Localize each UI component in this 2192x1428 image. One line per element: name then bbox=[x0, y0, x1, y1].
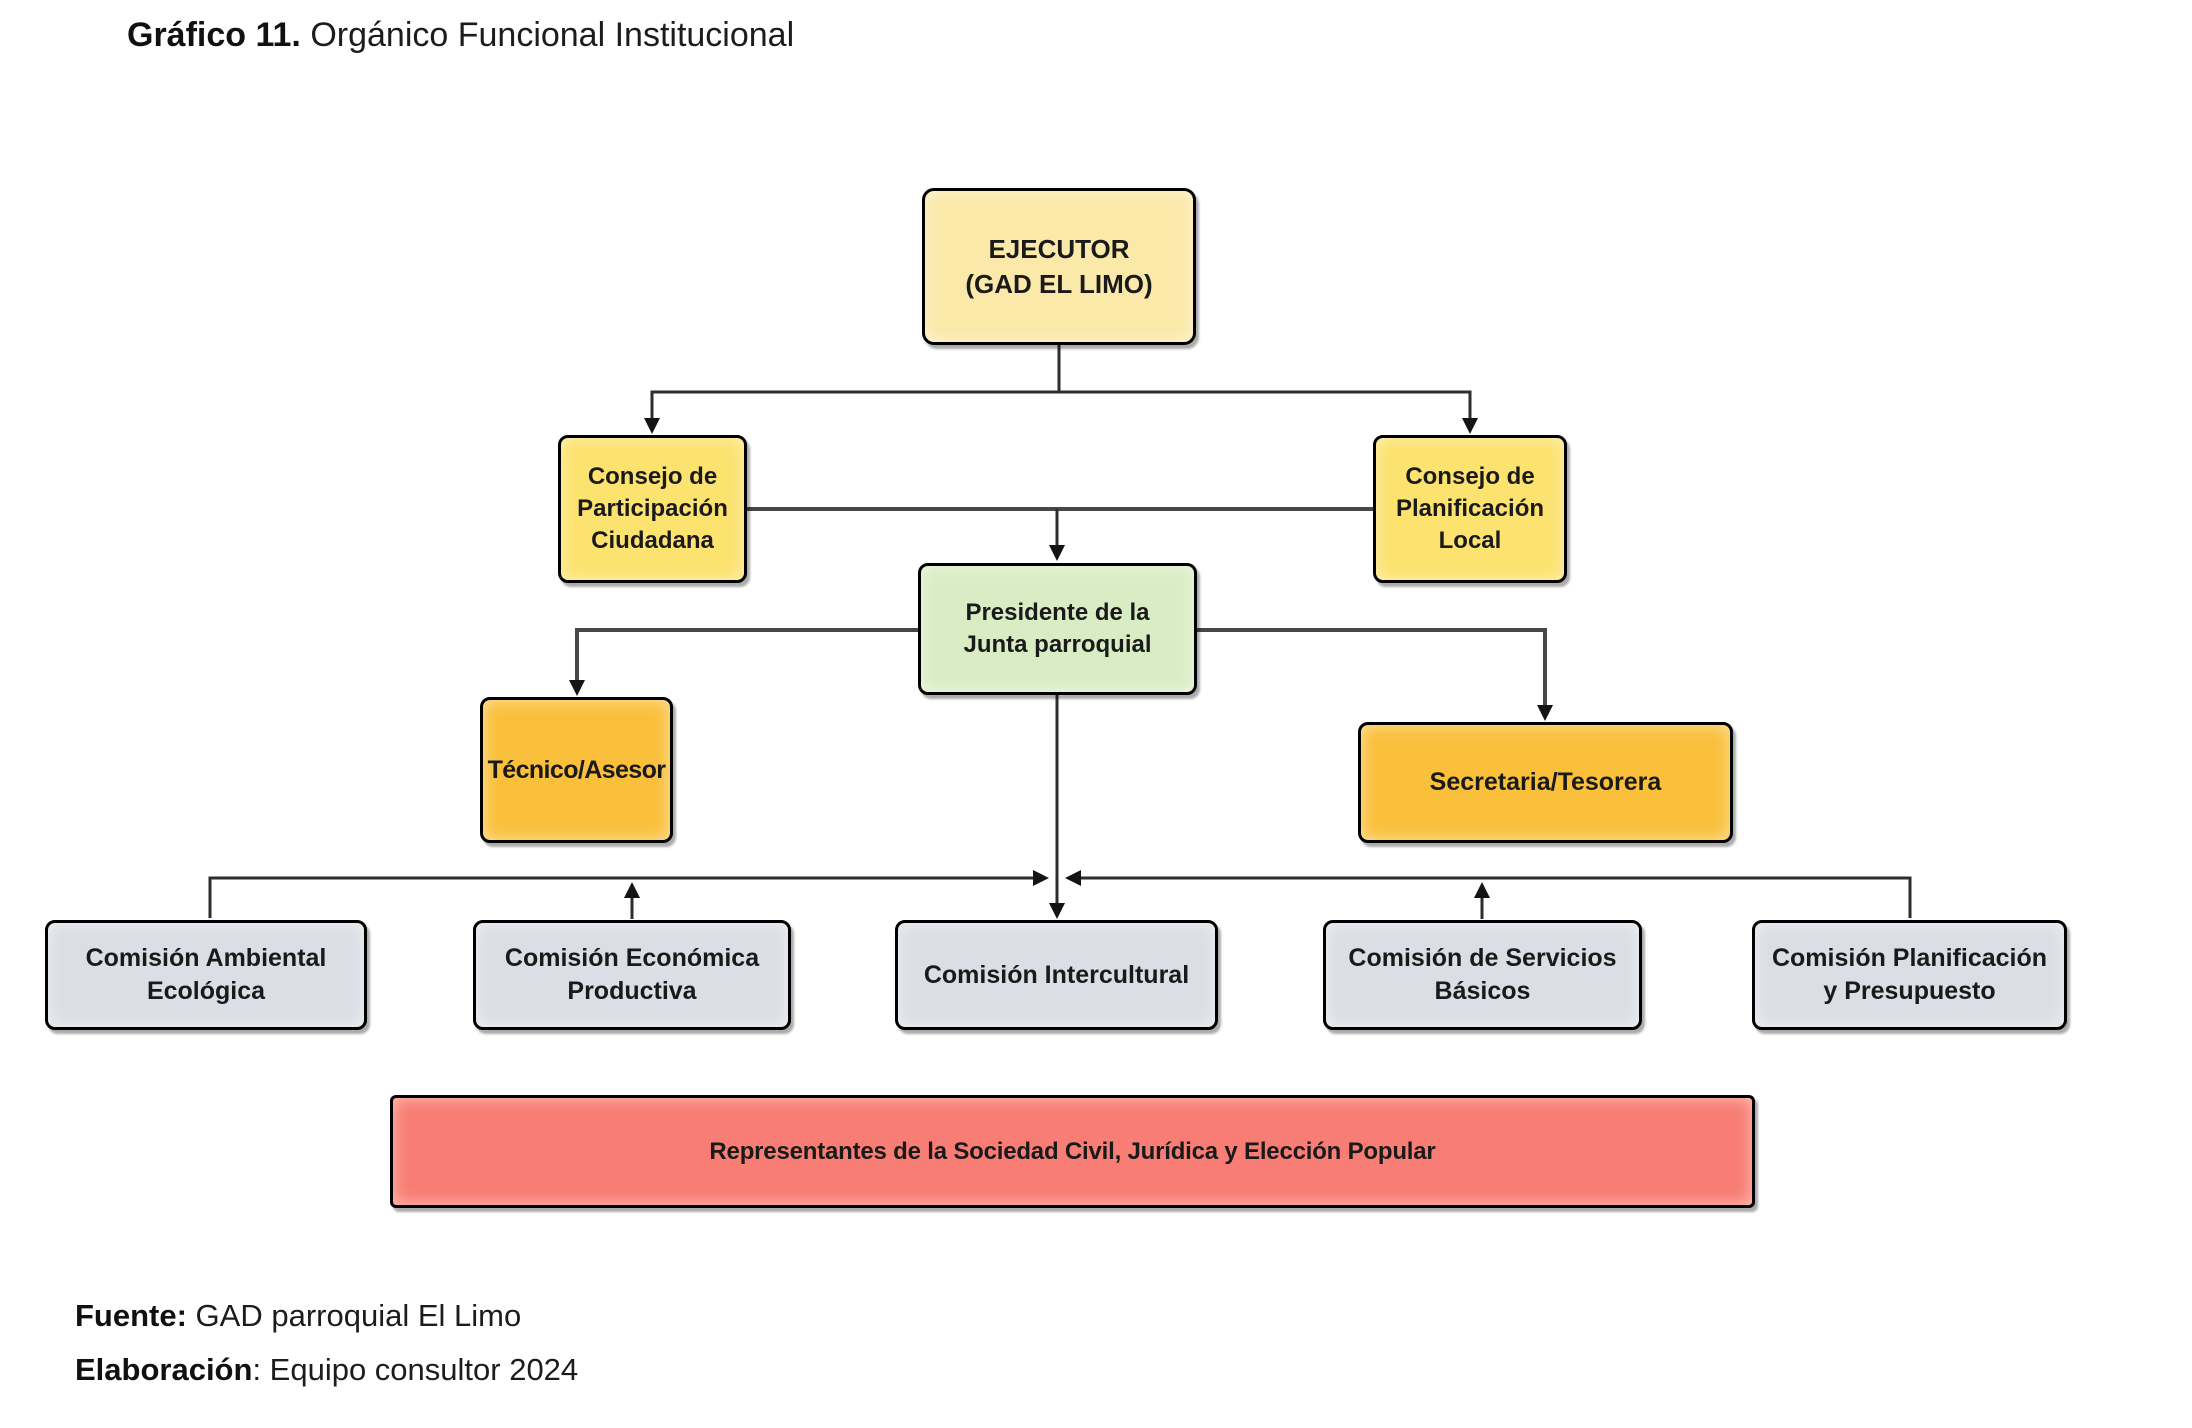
node-secretaria-tesorera: Secretaria/Tesorera bbox=[1358, 722, 1733, 843]
arrowhead-down-secretaria bbox=[1537, 705, 1553, 721]
edge-ejecutor-consejos bbox=[650, 390, 1472, 430]
node-tecnico-asesor: Técnico/Asesor bbox=[480, 697, 673, 843]
node-comision-planificacion: Comisión Planificación y Presupuesto bbox=[1752, 920, 2067, 1030]
source-elaboracion: Elaboración: Equipo consultor 2024 bbox=[75, 1352, 578, 1388]
figure-title: Gráfico 11. Orgánico Funcional Instituci… bbox=[127, 16, 794, 55]
node-comision-ambiental: Comisión Ambiental Ecológica bbox=[45, 920, 367, 1030]
arrowhead-down-intercultural bbox=[1049, 903, 1065, 919]
arrowhead-down-consejo-participacion bbox=[644, 418, 660, 434]
arrowhead-right-bus-center bbox=[1033, 870, 1049, 886]
node-presidente: Presidente de la Junta parroquial bbox=[918, 563, 1197, 695]
edge-presidente-tecnico bbox=[575, 628, 918, 692]
arrowhead-up-economica bbox=[624, 882, 640, 898]
node-consejo-planificacion: Consejo de Planificación Local bbox=[1373, 435, 1567, 583]
node-ejecutor: EJECUTOR (GAD EL LIMO) bbox=[922, 188, 1196, 345]
figure-title-number: Gráfico 11. bbox=[127, 16, 301, 54]
arrowhead-up-servicios bbox=[1474, 882, 1490, 898]
edge-bus-right bbox=[1074, 876, 1912, 918]
arrowhead-left-bus-center bbox=[1065, 870, 1081, 886]
node-consejo-participacion: Consejo de Participación Ciudadana bbox=[558, 435, 747, 583]
edge-presidente-secretaria bbox=[1197, 628, 1547, 717]
source-fuente-label: Fuente: bbox=[75, 1298, 187, 1333]
figure-title-text: Orgánico Funcional Institucional bbox=[300, 16, 795, 54]
source-elaboracion-label: Elaboración bbox=[75, 1352, 253, 1387]
source-elaboracion-value: : Equipo consultor 2024 bbox=[252, 1352, 579, 1387]
source-fuente: Fuente: GAD parroquial El Limo bbox=[75, 1298, 521, 1334]
arrowhead-down-tecnico bbox=[569, 680, 585, 696]
source-fuente-value: GAD parroquial El Limo bbox=[186, 1298, 522, 1333]
node-comision-intercultural: Comisión Intercultural bbox=[895, 920, 1218, 1030]
arrowhead-down-consejo-planificacion bbox=[1462, 418, 1478, 434]
arrowhead-down-presidente bbox=[1049, 545, 1065, 561]
edge-bus-left bbox=[208, 876, 1040, 918]
node-representantes-banner: Representantes de la Sociedad Civil, Jur… bbox=[390, 1095, 1755, 1208]
node-comision-servicios: Comisión de Servicios Básicos bbox=[1323, 920, 1642, 1030]
node-comision-economica: Comisión Económica Productiva bbox=[473, 920, 791, 1030]
